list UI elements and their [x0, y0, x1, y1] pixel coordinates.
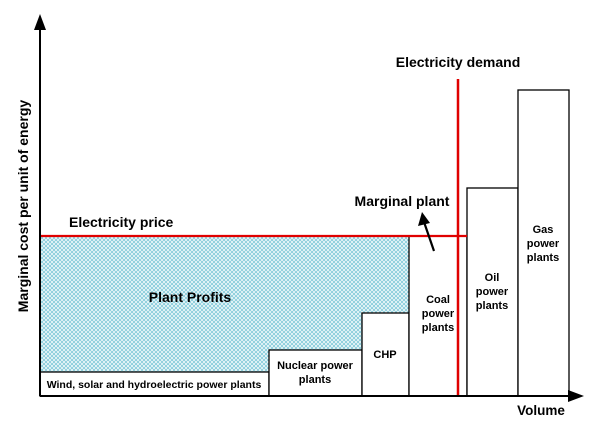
y-axis-label: Marginal cost per unit of energy	[15, 100, 31, 313]
oil-plant-label-line: Oil	[485, 272, 500, 284]
marginal-plant-arrowhead	[418, 212, 430, 226]
chp-plant-box	[361, 312, 410, 397]
renewables-plant-label-line: Wind, solar and hydroelectric power plan…	[47, 379, 262, 391]
electricity-price-label: Electricity price	[69, 214, 173, 230]
plant-labels: Wind, solar and hydroelectric power plan…	[47, 224, 560, 391]
nuclear-plant-box	[268, 349, 363, 397]
coal-plant-label-line: plants	[422, 322, 454, 334]
nuclear-plant-label-line: Nuclear power	[277, 360, 354, 372]
x-axis-arrowhead	[568, 390, 584, 402]
nuclear-plant-label-line: plants	[299, 374, 331, 386]
oil-plant-label: Oil power plants	[476, 272, 509, 312]
plant-profits-label: Plant Profits	[149, 289, 232, 305]
renewables-plant-box	[39, 371, 270, 397]
nuclear-plant-label: Nuclear power plants	[277, 360, 354, 386]
chp-plant-label-line: CHP	[373, 349, 396, 361]
x-axis-label: Volume	[517, 403, 565, 418]
y-axis-arrowhead	[34, 14, 46, 30]
marginal-plant-arrow	[422, 221, 436, 252]
gas-plant-label: Gas power plants	[527, 224, 560, 264]
coal-plant-label-line: power	[422, 308, 455, 320]
plant-profits-area	[40, 236, 409, 372]
electricity-demand-label: Electricity demand	[396, 54, 521, 70]
oil-plant-label-line: plants	[476, 300, 508, 312]
gas-plant-label-line: plants	[527, 252, 559, 264]
coal-plant-label: Coal power plants	[422, 294, 455, 334]
gas-plant-label-line: power	[527, 238, 560, 250]
marginal-plant-label: Marginal plant	[355, 193, 450, 209]
coal-plant-label-line: Coal	[426, 294, 450, 306]
renewables-plant-label: Wind, solar and hydroelectric power plan…	[47, 379, 262, 391]
gas-plant-label-line: Gas	[533, 224, 554, 236]
chp-plant-label: CHP	[373, 349, 396, 361]
oil-plant-label-line: power	[476, 286, 509, 298]
